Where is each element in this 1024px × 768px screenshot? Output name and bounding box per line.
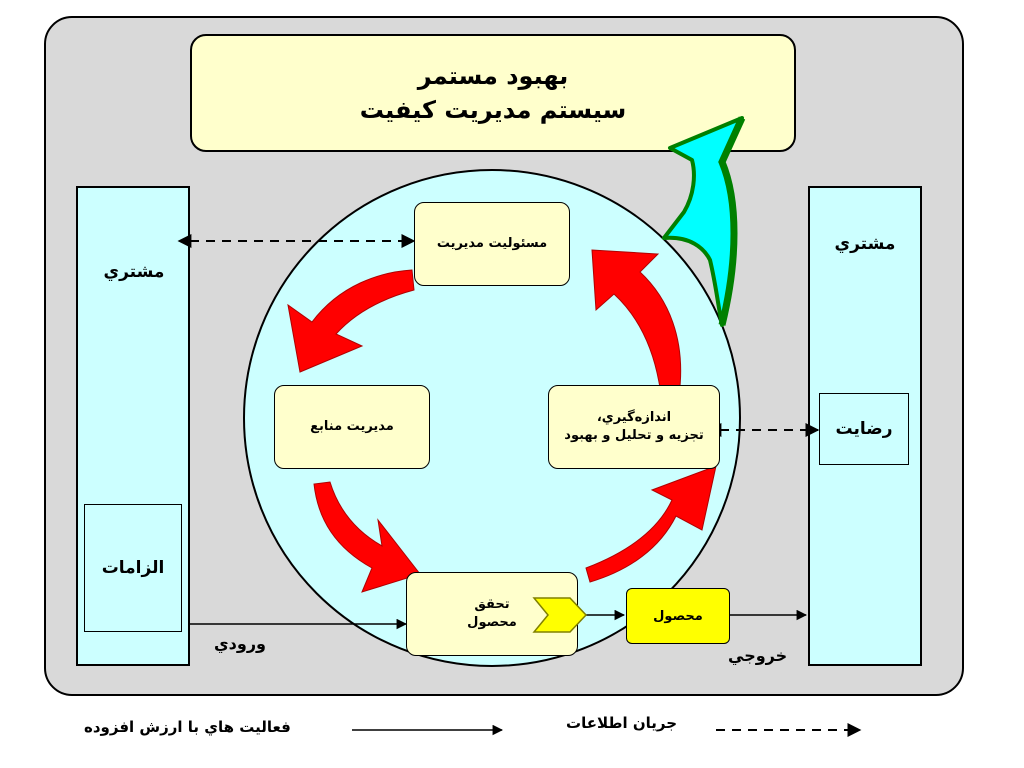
requirements-label: الزامات	[101, 558, 165, 578]
product-realization-box: تحقق محصول	[406, 572, 578, 656]
title-line-1: بهبود مستمر	[417, 62, 569, 90]
improvement-arrow	[662, 116, 746, 327]
measurement-label-line-2: تجزيه و تحليل و بهبود	[564, 428, 704, 443]
cycle-arrow-right-top	[591, 249, 682, 389]
right-customer-label: مشتري	[834, 234, 896, 254]
measurement-analysis-box: اندازه‌گيري، تجزيه و تحليل و بهبود	[548, 385, 720, 469]
title-box: بهبود مستمر سيستم مديريت كيفيت	[190, 34, 796, 152]
management-responsibility-label: مسئوليت مديريت	[436, 236, 548, 251]
satisfaction-box: رضايت	[819, 393, 909, 465]
left-customer-column	[76, 186, 190, 666]
cycle-arrow-bottom-right	[585, 465, 717, 583]
realization-label-line-1: تحقق	[474, 597, 510, 612]
cycle-arrow-top-left	[287, 269, 415, 373]
product-label: محصول	[653, 608, 703, 624]
requirements-box: الزامات	[84, 504, 182, 632]
input-label: ورودي	[214, 634, 266, 653]
realization-label-line-2: محصول	[467, 615, 517, 630]
satisfaction-label: رضايت	[835, 419, 893, 439]
legend-value-added-label: فعاليت هاي با ارزش افزوده	[84, 718, 291, 736]
right-customer-column	[808, 186, 922, 666]
management-responsibility-box: مسئوليت مديريت	[414, 202, 570, 286]
left-customer-label: مشتري	[103, 262, 165, 282]
product-box: محصول	[626, 588, 730, 644]
measurement-label-line-1: اندازه‌گيري،	[596, 410, 672, 425]
legend-information-flow-label: جريان اطلاعات	[566, 714, 678, 732]
resource-management-label: مديريت منابع	[310, 419, 394, 434]
output-label: خروجي	[728, 646, 788, 665]
title-line-2: سيستم مديريت كيفيت	[359, 96, 627, 124]
resource-management-box: مديريت منابع	[274, 385, 430, 469]
